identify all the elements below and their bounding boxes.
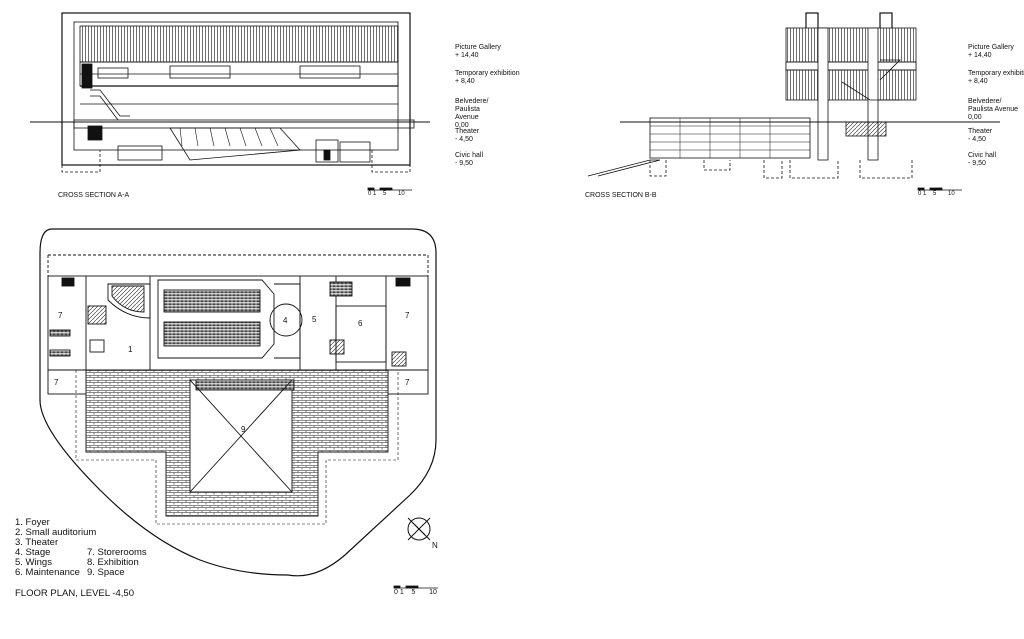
legend-item: 1. Foyer (15, 517, 50, 528)
room-number: 4 (283, 316, 288, 325)
level-label: Civic hall- 9,50 (455, 152, 484, 167)
section-caption-b-b: CROSS SECTION B-B (585, 192, 657, 199)
plan-title: FLOOR PLAN, LEVEL -4,50 (15, 588, 134, 599)
section-caption-a-a: CROSS SECTION A-A (58, 192, 130, 199)
floor-plan (39, 228, 437, 577)
room-number: 7 (405, 311, 410, 320)
room-number: 1 (128, 345, 133, 354)
level-label: Theater- 4,50 (968, 128, 993, 143)
level-label: Civic hall- 9,50 (968, 152, 997, 167)
legend-item: 3. Theater (15, 537, 59, 548)
legend-item: 5. Wings (15, 557, 52, 568)
level-label: Theater- 4,50 (455, 128, 480, 143)
level-label: Picture Gallery+ 14,40 (455, 44, 501, 59)
level-label: Temporary exhibition+ 8,40 (455, 70, 520, 85)
legend-item: 8. Exhibition (87, 557, 139, 568)
cross-section-b-b (587, 12, 1000, 179)
level-label: Picture Gallery+ 14,40 (968, 44, 1014, 59)
legend-item: 6. Maintenance (15, 567, 80, 578)
room-number: 6 (358, 319, 363, 328)
legend-item: 9. Space (87, 567, 125, 578)
cross-section-a-a (30, 12, 430, 173)
room-number: 7 (405, 378, 410, 387)
room-number: 7 (54, 378, 59, 387)
room-number: 9 (241, 425, 246, 434)
scale-bar-a-a (367, 187, 412, 191)
legend-item: 4. Stage (15, 547, 51, 558)
legend-item: 2. Small auditorium (15, 527, 97, 538)
plan-legend-left: 1. Foyer 2. Small auditorium 3. Theater … (15, 518, 96, 578)
scale-bar-labels: 0 1 5 10 (368, 191, 405, 197)
north-arrow-icon (407, 517, 431, 541)
plan-legend-right: 7. Storerooms 8. Exhibition 9. Space (87, 548, 147, 578)
room-number: 7 (58, 311, 63, 320)
scale-bar-labels: 0 1 5 10 (918, 191, 955, 197)
north-label: N (432, 541, 438, 550)
scale-bar-labels: 0 1 5 10 (394, 589, 437, 596)
legend-item: 7. Storerooms (87, 547, 147, 558)
scale-bar-b-b (917, 187, 962, 191)
scale-bar-plan (393, 585, 438, 589)
level-label: Temporary exhibition+ 8,40 (968, 70, 1024, 85)
plan-room-numbers: 1 4 5 6 7 7 7 7 9 (54, 311, 410, 434)
room-number: 5 (312, 315, 317, 324)
